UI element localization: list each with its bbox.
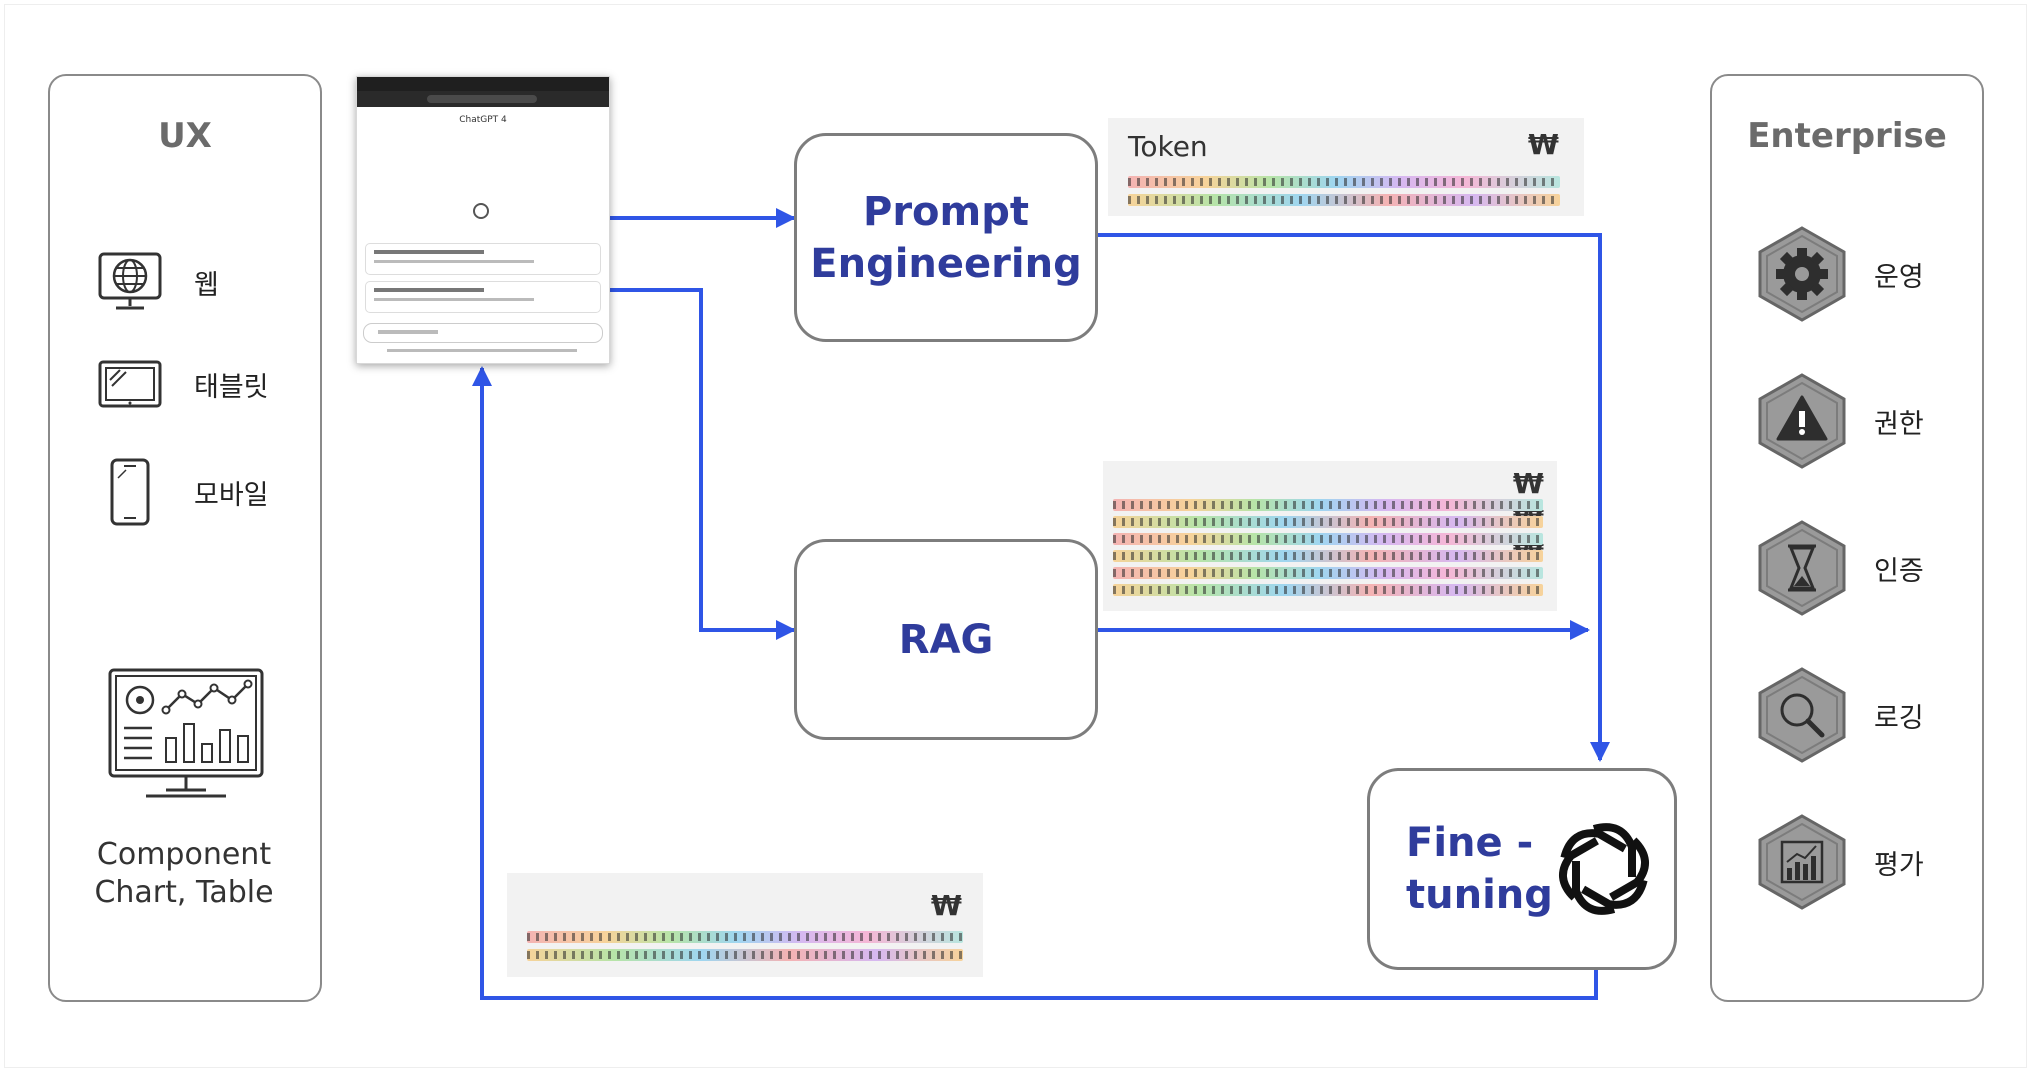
- ux-title: UX: [158, 116, 212, 156]
- token-stripe: [1128, 176, 1560, 188]
- token-box-top: Token ₩: [1108, 118, 1584, 216]
- chat-message-input: [363, 323, 603, 343]
- component-label: Component Chart, Table: [48, 836, 320, 912]
- chat-suggestion-card: [365, 281, 601, 313]
- ux-label-web: 웹: [194, 269, 219, 301]
- enterprise-item-logging: 로깅: [1756, 667, 1924, 763]
- ux-label-mobile: 모바일: [194, 479, 269, 511]
- hourglass-icon: [1758, 520, 1846, 616]
- ux-item-web: 웹: [96, 250, 219, 314]
- component-label-line2: Chart, Table: [94, 875, 274, 910]
- prompt-engineering-line2: Engineering: [810, 240, 1082, 287]
- token-stripe: [1113, 567, 1543, 579]
- fine-tuning-line2: tuning: [1406, 872, 1553, 918]
- web-icon: [98, 252, 162, 310]
- enterprise-label-logging: 로깅: [1874, 702, 1924, 734]
- fine-tuning-line1: Fine -: [1406, 820, 1534, 866]
- ux-item-mobile: 모바일: [108, 456, 269, 528]
- enterprise-item-evaluation: 평가: [1756, 814, 1924, 910]
- enterprise-label-permission: 권한: [1874, 408, 1924, 440]
- chat-suggestion-card: [365, 243, 601, 275]
- token-stripe: [527, 949, 963, 961]
- enterprise-item-authentication: 인증: [1756, 520, 1924, 616]
- tablet-icon: [98, 360, 162, 408]
- enterprise-item-operation: 운영: [1756, 226, 1924, 322]
- bar-chart-icon: [1758, 814, 1846, 910]
- token-stripe: [1128, 194, 1560, 206]
- currency-won-icon: ₩: [931, 889, 962, 922]
- token-stripe: [1113, 516, 1543, 528]
- mobile-icon: [110, 458, 150, 526]
- enterprise-title: Enterprise: [1747, 116, 1947, 156]
- token-box-bottom: ₩: [507, 873, 983, 977]
- token-stripe: [527, 931, 963, 943]
- enterprise-label-operation: 운영: [1874, 261, 1924, 293]
- token-stripe: [1113, 533, 1543, 545]
- chat-footer-note: [387, 349, 577, 352]
- enterprise-label-evaluation: 평가: [1874, 849, 1924, 881]
- rag-box: RAG: [794, 539, 1098, 740]
- ux-item-tablet: 태블릿: [96, 358, 269, 410]
- prompt-engineering-line1: Prompt: [863, 188, 1029, 235]
- currency-won-icon: ₩: [1513, 467, 1544, 500]
- chat-model-label: ChatGPT 4: [459, 115, 507, 125]
- magnifier-icon: [1758, 667, 1846, 763]
- chat-screenshot-thumbnail: ChatGPT 4: [356, 76, 610, 364]
- token-stripe: [1113, 550, 1543, 562]
- chat-help-placeholder: [357, 231, 609, 241]
- token-stripe: [1113, 499, 1543, 511]
- enterprise-panel: Enterprise: [1710, 74, 1984, 1002]
- chat-logo-icon: [473, 203, 489, 219]
- component-label-line1: Component: [96, 837, 272, 872]
- openai-logo-icon: [1559, 823, 1649, 915]
- rag-label: RAG: [898, 616, 994, 663]
- prompt-engineering-box: Prompt Engineering: [794, 133, 1098, 342]
- dashboard-icon: [108, 668, 264, 798]
- ux-panel: UX: [48, 74, 322, 1002]
- gear-icon: [1758, 226, 1846, 322]
- currency-won-icon: ₩: [1528, 128, 1559, 161]
- enterprise-item-permission: 권한: [1756, 373, 1924, 469]
- token-title: Token: [1128, 130, 1208, 163]
- ux-label-tablet: 태블릿: [194, 371, 269, 403]
- token-box-rag: ₩ ₩ ₩: [1103, 461, 1557, 611]
- enterprise-label-authentication: 인증: [1874, 555, 1924, 587]
- token-stripe: [1113, 584, 1543, 596]
- browser-titlebar: [357, 77, 609, 91]
- browser-url-pill: [427, 95, 537, 103]
- warning-icon: [1758, 373, 1846, 469]
- fine-tuning-box: Fine - tuning: [1367, 768, 1677, 970]
